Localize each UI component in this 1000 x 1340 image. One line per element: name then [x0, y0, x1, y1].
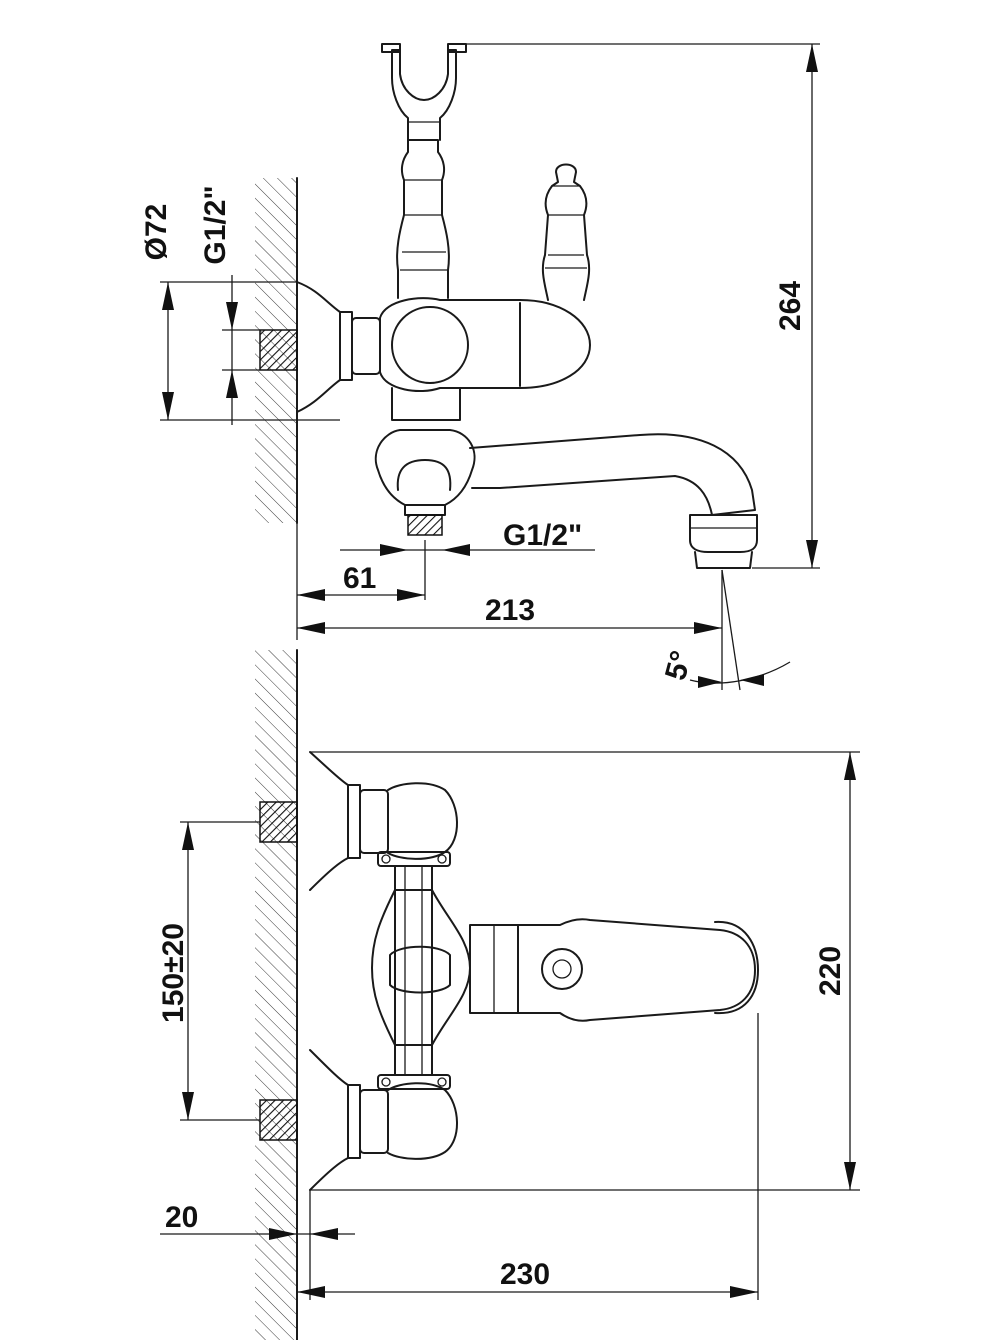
- dim-spout-reach: 213: [485, 594, 535, 627]
- dim-front-height: 220: [814, 946, 847, 996]
- side-view: 264 Ø72 G1/2" G1/2" 61 213: [140, 43, 820, 691]
- wall-hatch-bottom: [255, 650, 297, 1340]
- dim-thread-outlet: G1/2": [503, 519, 582, 552]
- dim-wall-offset: 20: [165, 1201, 198, 1234]
- dim-spout-angle: 5°: [659, 647, 698, 683]
- dim-height-total: 264: [774, 281, 807, 331]
- thread-inlet-upper: [259, 801, 298, 843]
- thread-inlet-top: [259, 329, 298, 371]
- front-view: 150±20 220 20 230: [157, 649, 860, 1340]
- dim-thread-inlet: G1/2": [199, 185, 232, 264]
- dim-diameter-flange: Ø72: [140, 204, 173, 261]
- dim-total-width: 230: [500, 1258, 550, 1291]
- dim-inlet-spacing: 150±20: [157, 923, 190, 1023]
- thread-inlet-lower: [259, 1099, 298, 1141]
- thread-outlet: [407, 514, 443, 536]
- dim-outlet-offset: 61: [343, 562, 376, 595]
